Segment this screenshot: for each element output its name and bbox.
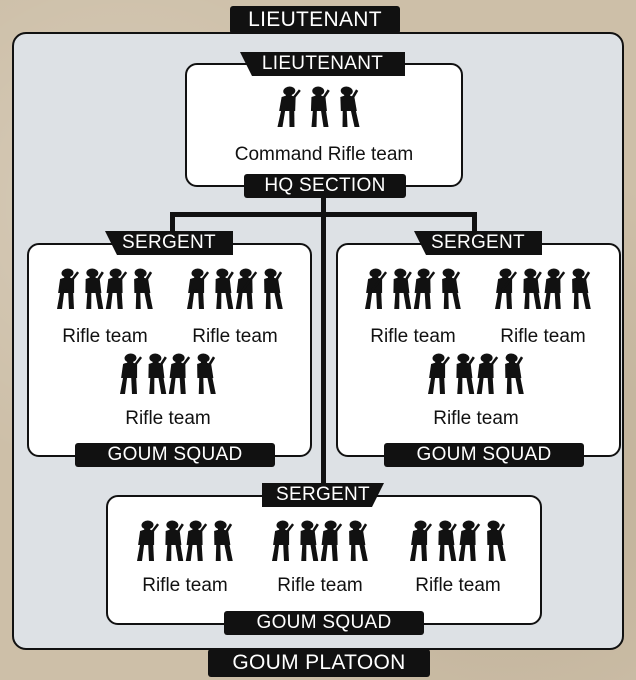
squad-bottom-team-2-label: Rifle team <box>277 575 363 596</box>
squad-left-team-3-icon <box>113 353 223 395</box>
squad-bottom-goum-banner: GOUM SQUAD <box>224 611 424 635</box>
squad-bottom-team-3-label: Rifle team <box>415 575 501 596</box>
squad-bottom-team-2-icon <box>265 520 375 562</box>
squad-left-team-1-label: Rifle team <box>62 326 148 347</box>
connector-horizontal <box>172 212 475 217</box>
squad-bottom-team-3-icon <box>403 520 513 562</box>
hq-lieutenant-banner: LIEUTENANT <box>240 52 405 76</box>
connector-left-drop <box>170 212 175 234</box>
squad-right-sergent-banner: SERGENT <box>414 231 542 255</box>
squad-right-team-2-label: Rifle team <box>500 326 586 347</box>
squad-right-team-3-icon <box>421 353 531 395</box>
squad-right-team-1-icon <box>358 268 468 310</box>
hq-section-banner: HQ SECTION <box>244 174 406 198</box>
squad-right-goum-banner: GOUM SQUAD <box>384 443 584 467</box>
squad-right-team-3-label: Rifle team <box>433 408 519 429</box>
connector-right-drop <box>472 212 477 234</box>
squad-left-goum-banner: GOUM SQUAD <box>75 443 275 467</box>
hq-team-icon <box>265 86 375 128</box>
squad-bottom-team-1-label: Rifle team <box>142 575 228 596</box>
squad-right-team-2-icon <box>488 268 598 310</box>
platoon-top-banner: LIEUTENANT <box>230 6 400 34</box>
squad-left-team-2-icon <box>180 268 290 310</box>
connector-vertical <box>321 196 326 494</box>
squad-left-team-3-label: Rifle team <box>125 408 211 429</box>
platoon-bottom-banner: GOUM PLATOON <box>208 649 430 677</box>
squad-left-team-1-icon <box>50 268 160 310</box>
squad-bottom-team-1-icon <box>130 520 240 562</box>
squad-right-team-1-label: Rifle team <box>370 326 456 347</box>
squad-left-team-2-label: Rifle team <box>192 326 278 347</box>
squad-bottom-sergent-banner: SERGENT <box>262 483 384 507</box>
hq-team-label: Command Rifle team <box>234 144 414 165</box>
squad-left-sergent-banner: SERGENT <box>105 231 233 255</box>
